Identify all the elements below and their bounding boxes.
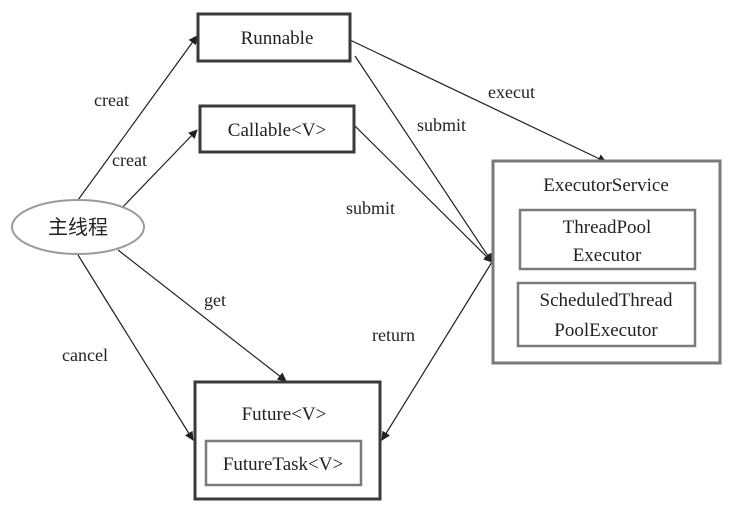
- node-future: Future<V> FutureTask<V>: [193, 380, 382, 501]
- edge-label-creat-runnable: creat: [94, 90, 129, 110]
- node-runnable-label: Runnable: [241, 28, 314, 49]
- node-main-thread: 主线程: [11, 199, 145, 255]
- node-executor-service: ExecutorService ThreadPool Executor Sche…: [491, 159, 722, 365]
- edge-label-cancel: cancel: [62, 345, 108, 365]
- node-scheduled-thread-pool-executor-label-line1: ScheduledThread: [540, 290, 673, 311]
- edge-submit-callable: [354, 125, 493, 263]
- edge-get: [117, 249, 287, 382]
- node-executor-service-label: ExecutorService: [543, 175, 669, 196]
- node-scheduled-thread-pool-executor-label-line2: PoolExecutor: [554, 320, 658, 341]
- edge-submit-runnable: [354, 55, 493, 263]
- node-thread-pool-executor-label-line1: ThreadPool: [563, 217, 652, 238]
- edge-label-return: return: [372, 325, 415, 345]
- edge-label-get: get: [204, 290, 226, 310]
- edge-execut: [349, 39, 607, 163]
- edge-return: [381, 261, 493, 441]
- edge-creat-runnable: [77, 35, 198, 201]
- edge-label-submit-runnable: submit: [417, 115, 466, 135]
- edge-cancel: [77, 254, 194, 441]
- node-future-label: Future<V>: [242, 404, 327, 425]
- node-future-task-label: FutureTask<V>: [223, 454, 343, 475]
- edge-label-submit-callable: submit: [346, 198, 395, 218]
- node-future-task: FutureTask<V>: [204, 439, 363, 487]
- node-main-thread-label: 主线程: [48, 215, 108, 239]
- edge-label-creat-callable: creat: [112, 150, 147, 170]
- edge-creat-callable: [117, 129, 198, 213]
- edge-label-execut: execut: [488, 82, 535, 102]
- node-thread-pool-executor: ThreadPool Executor: [518, 208, 697, 271]
- node-runnable: Runnable: [196, 12, 352, 63]
- node-callable-label: Callable<V>: [228, 120, 326, 141]
- node-callable: Callable<V>: [198, 104, 356, 154]
- node-thread-pool-executor-label-line2: Executor: [573, 245, 642, 266]
- node-scheduled-thread-pool-executor: ScheduledThread PoolExecutor: [516, 281, 697, 348]
